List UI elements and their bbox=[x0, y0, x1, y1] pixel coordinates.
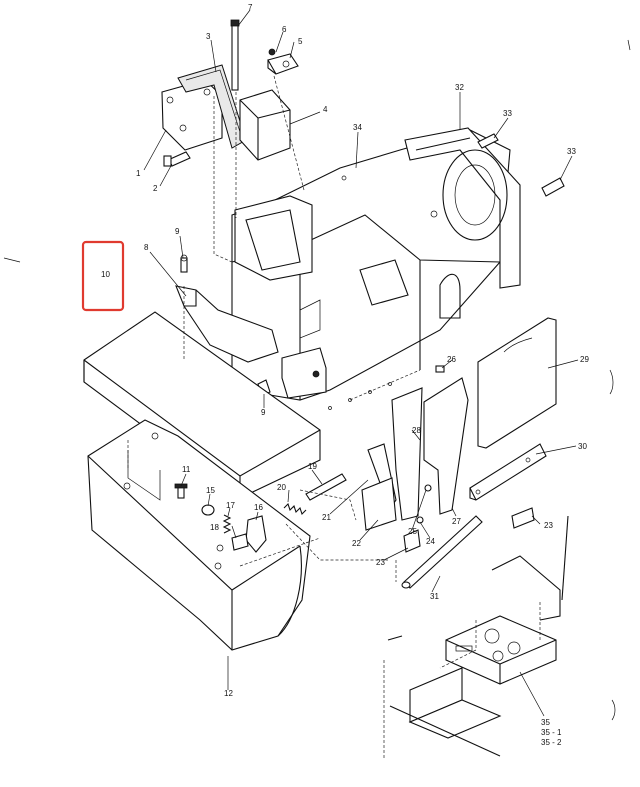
callout-17: 17 bbox=[226, 501, 235, 510]
callout-34: 34 bbox=[353, 123, 362, 132]
callout-32: 32 bbox=[455, 83, 464, 92]
part-27-lever bbox=[423, 377, 469, 515]
part-22-plate bbox=[361, 477, 397, 531]
callout-9-top: 9 bbox=[175, 227, 180, 236]
callout-27: 27 bbox=[452, 517, 461, 526]
part-7-pin bbox=[230, 19, 240, 91]
part-20-spring bbox=[283, 502, 307, 516]
callout-6: 6 bbox=[282, 25, 287, 34]
callout-23-a: 23 bbox=[376, 558, 385, 567]
callout-35: 35 bbox=[541, 718, 550, 727]
callout-20: 20 bbox=[277, 483, 286, 492]
callout-22: 22 bbox=[352, 539, 361, 548]
part-3-gasket bbox=[177, 64, 247, 149]
part-29-side-cover bbox=[477, 317, 557, 449]
part-35-tray bbox=[408, 615, 557, 739]
callout-21: 21 bbox=[322, 513, 331, 522]
part-23-screw-b bbox=[511, 507, 535, 529]
part-34-frame bbox=[231, 127, 521, 410]
callout-35-2: 35 - 2 bbox=[541, 738, 562, 747]
callout-25: 25 bbox=[408, 527, 417, 536]
callout-19: 19 bbox=[308, 462, 317, 471]
machine-lower-body bbox=[387, 515, 569, 757]
callout-28: 28 bbox=[412, 426, 421, 435]
callout-9-bottom: 9 bbox=[261, 408, 266, 417]
callout-11: 11 bbox=[182, 465, 191, 474]
part-19-rod bbox=[305, 473, 347, 501]
part-25-nut bbox=[424, 484, 432, 492]
part-24-nut bbox=[416, 516, 424, 524]
assembly-lines bbox=[127, 75, 541, 760]
callout-15: 15 bbox=[206, 486, 215, 495]
part-2-screw bbox=[163, 151, 191, 167]
part-28-plate bbox=[391, 387, 423, 521]
highlight-box-part-10[interactable] bbox=[81, 240, 125, 312]
part-32-ring bbox=[415, 137, 471, 151]
part-26-screw bbox=[435, 365, 445, 373]
part-33-screw-b bbox=[541, 177, 565, 197]
callout-8: 8 bbox=[144, 243, 149, 252]
callout-26: 26 bbox=[447, 355, 456, 364]
callout-29: 29 bbox=[580, 355, 589, 364]
part-12-base-cover bbox=[87, 419, 311, 651]
part-9-screw-top bbox=[180, 254, 188, 273]
part-31-rod bbox=[401, 515, 483, 589]
callout-33-b: 33 bbox=[567, 147, 576, 156]
callout-3: 3 bbox=[206, 32, 211, 41]
part-33-screw-a bbox=[477, 133, 499, 149]
part-30-bracket bbox=[469, 443, 547, 501]
callout-31: 31 bbox=[430, 592, 439, 601]
part-17-spring bbox=[222, 514, 232, 534]
callout-23-b: 23 bbox=[544, 521, 553, 530]
callout-18: 18 bbox=[210, 523, 219, 532]
scan-edge-marks bbox=[3, 39, 631, 721]
callout-7: 7 bbox=[248, 3, 253, 12]
part-4-cover bbox=[239, 89, 291, 161]
leader-lines bbox=[143, 9, 579, 717]
callout-30: 30 bbox=[578, 442, 587, 451]
part-23-screw-a bbox=[403, 529, 421, 553]
callout-24: 24 bbox=[426, 537, 435, 546]
callout-10: 10 bbox=[101, 270, 110, 279]
callout-33-a: 33 bbox=[503, 109, 512, 118]
callout-16: 16 bbox=[254, 503, 263, 512]
callout-1: 1 bbox=[136, 169, 141, 178]
part-15-cap bbox=[201, 504, 215, 516]
callout-35-1: 35 - 1 bbox=[541, 728, 562, 737]
part-5-6-bracket bbox=[267, 48, 299, 75]
callout-4: 4 bbox=[323, 105, 328, 114]
callout-5: 5 bbox=[298, 37, 303, 46]
callout-2: 2 bbox=[153, 184, 158, 193]
callout-labels: 1 2 3 4 5 6 7 8 9 9 10 11 12 15 16 17 18… bbox=[101, 3, 589, 747]
callout-12: 12 bbox=[224, 689, 233, 698]
part-8-guide bbox=[175, 285, 279, 363]
